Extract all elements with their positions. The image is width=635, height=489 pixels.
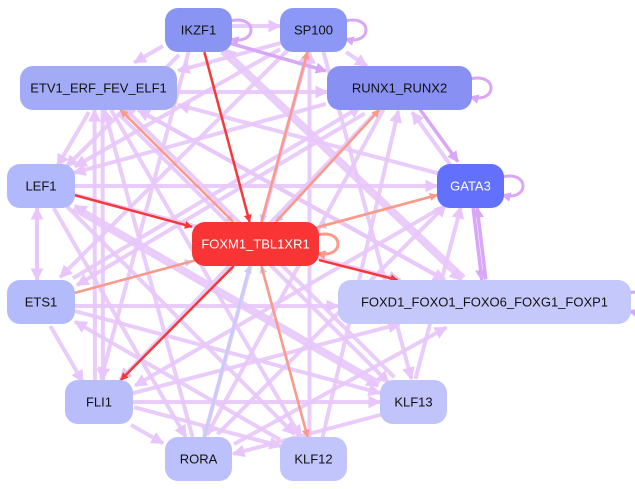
self-loop-foxm1 <box>316 232 340 260</box>
edge-foxd1-to-ikzf1 <box>223 47 466 279</box>
node-ikzf1[interactable]: IKZF1 <box>165 8 232 52</box>
edge-fli1-to-rora <box>130 423 165 446</box>
edge-ikzf1-to-foxm1 <box>203 51 252 223</box>
edge-sp100-to-runx1 <box>345 50 368 68</box>
node-label: ETV1_ERF_FEV_ELF1 <box>30 81 167 96</box>
node-label: KLF13 <box>394 395 432 410</box>
edge-ikzf1-to-etv1 <box>133 44 164 65</box>
node-etv1[interactable]: ETV1_ERF_FEV_ELF1 <box>20 66 177 110</box>
node-foxm1[interactable]: FOXM1_TBL1XR1 <box>192 222 319 266</box>
node-box[interactable] <box>437 164 504 208</box>
node-box[interactable] <box>338 280 631 324</box>
node-foxd1[interactable]: FOXD1_FOXO1_FOXO6_FOXG1_FOXP1 <box>338 280 631 324</box>
node-gata3[interactable]: GATA3 <box>437 164 504 208</box>
node-label: FLI1 <box>86 395 112 410</box>
edge-etv1-to-lef1 <box>55 111 91 168</box>
node-box[interactable] <box>380 380 447 424</box>
edge-foxm1-to-sp100 <box>260 51 310 223</box>
edge-lef1-to-klf13 <box>71 207 380 388</box>
node-label: IKZF1 <box>181 23 216 38</box>
node-label: GATA3 <box>450 179 491 194</box>
node-box[interactable] <box>165 8 232 52</box>
node-klf12[interactable]: KLF12 <box>280 437 347 481</box>
edge-lef1-to-foxm1 <box>74 193 193 229</box>
edge-runx1-to-gata3 <box>417 106 460 163</box>
edge-foxm1-to-runx1 <box>274 109 381 223</box>
edge-gata3-to-foxd1 <box>471 207 487 282</box>
edge-rora-to-foxd1 <box>232 325 448 446</box>
edge-foxd1-to-etv1 <box>137 108 446 282</box>
node-box[interactable] <box>65 380 133 424</box>
node-box[interactable] <box>280 8 347 52</box>
edge-foxm1-to-foxd1 <box>318 258 399 283</box>
edge-klf13-to-lef1 <box>73 203 382 385</box>
node-box[interactable] <box>20 66 177 110</box>
edge-runx1-to-lef1 <box>72 102 327 176</box>
node-runx1[interactable]: RUNX1_RUNX2 <box>327 66 472 110</box>
node-box[interactable] <box>7 280 75 324</box>
node-box[interactable] <box>327 66 472 110</box>
edge-klf12-to-ets1 <box>73 319 281 442</box>
node-label: FOXM1_TBL1XR1 <box>201 237 309 252</box>
node-label: ETS1 <box>25 295 58 310</box>
node-box[interactable] <box>280 437 347 481</box>
self-loop-ikzf1 <box>229 18 253 46</box>
node-box[interactable] <box>7 164 75 208</box>
edge-rora-to-foxm1 <box>203 265 252 438</box>
edge-gata3-to-fli1 <box>133 207 441 388</box>
edge-ikzf1-to-runx1 <box>230 41 327 74</box>
edge-klf12-to-runx1 <box>320 109 402 439</box>
edge-foxd1-to-gata3 <box>472 206 488 280</box>
edge-foxm1-to-etv1 <box>119 109 235 223</box>
node-label: RUNX1_RUNX2 <box>352 81 447 96</box>
edge-gata3-to-runx1 <box>410 111 453 168</box>
node-label: RORA <box>180 452 218 467</box>
node-label: LEF1 <box>25 179 56 194</box>
edge-foxm1-to-fli1 <box>119 265 235 381</box>
self-loop-gata3 <box>501 174 525 202</box>
node-box[interactable] <box>165 437 232 481</box>
node-label: FOXD1_FOXO1_FOXO6_FOXG1_FOXP1 <box>361 295 608 310</box>
node-lef1[interactable]: LEF1 <box>7 164 75 208</box>
node-klf13[interactable]: KLF13 <box>380 380 447 424</box>
edges-layer <box>30 18 635 458</box>
edge-ets1-to-fli1 <box>48 325 85 384</box>
node-ets1[interactable]: ETS1 <box>7 280 75 324</box>
self-loop-runx1 <box>469 76 493 104</box>
edge-foxm1-to-klf12 <box>260 265 310 438</box>
node-sp100[interactable]: SP100 <box>280 8 347 52</box>
node-box[interactable] <box>192 222 319 266</box>
edge-rora-to-gata3 <box>216 203 448 436</box>
node-fli1[interactable]: FLI1 <box>65 380 133 424</box>
node-rora[interactable]: RORA <box>165 437 232 481</box>
edge-runx1-to-rora <box>205 107 386 437</box>
self-loop-sp100 <box>344 18 368 46</box>
node-label: KLF12 <box>294 452 332 467</box>
node-label: SP100 <box>294 23 333 38</box>
